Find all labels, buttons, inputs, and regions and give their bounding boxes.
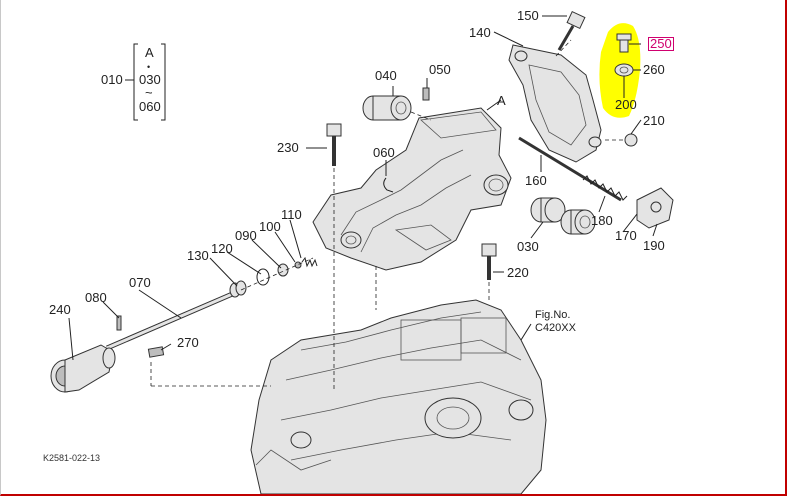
callout-120: 120 [211, 241, 233, 256]
view-marker-a: A [497, 93, 506, 108]
callout-050: 050 [429, 62, 451, 77]
callout-170: 170 [615, 228, 637, 243]
callout-220: 220 [507, 265, 529, 280]
legend-upper-code: 030 [139, 72, 161, 87]
legend-lower-code: 060 [139, 99, 161, 114]
callout-180: 180 [591, 213, 613, 228]
bolt-230 [326, 123, 342, 166]
gear-case-housing [312, 107, 512, 271]
shaft-070 [106, 289, 238, 351]
washer-260 [614, 63, 634, 77]
gear-240 [50, 344, 116, 393]
bushing-040 [362, 95, 412, 121]
callout-150: 150 [517, 8, 539, 23]
callout-130: 130 [187, 248, 209, 263]
bolt-220 [481, 243, 497, 280]
callout-060: 060 [373, 145, 395, 160]
fig-no-label: Fig.No. [535, 309, 571, 321]
engine-block [250, 299, 547, 494]
spring-110 [301, 256, 318, 268]
callout-040: 040 [375, 68, 397, 83]
spring-180 [582, 175, 628, 201]
rod-160 [518, 136, 622, 202]
pin-080 [116, 315, 122, 331]
callout-240: 240 [49, 302, 71, 317]
callout-140: 140 [469, 25, 491, 40]
plate-140 [508, 44, 602, 163]
callout-260: 260 [643, 62, 665, 77]
callout-110: 110 [281, 207, 302, 222]
callout-250-selected[interactable]: 250 [648, 36, 674, 51]
legend-letter: A [145, 45, 154, 60]
screw-250 [616, 33, 632, 53]
circlip-120 [256, 268, 270, 286]
legend-left-code: 010 [101, 72, 123, 87]
callout-030: 030 [517, 239, 539, 254]
callout-100: 100 [259, 219, 281, 234]
plug-060 [383, 177, 394, 193]
callout-090: 090 [235, 228, 257, 243]
collar-130 [229, 280, 247, 298]
pin-050 [422, 87, 430, 101]
callout-200: 200 [615, 97, 637, 112]
leader-lines [68, 15, 658, 361]
callout-270: 270 [177, 335, 199, 350]
ball-100 [294, 261, 302, 269]
callout-230: 230 [277, 140, 299, 155]
bolt-150 [557, 10, 586, 51]
bushing-030 [530, 197, 596, 235]
legend-right-brace [161, 43, 166, 121]
key-270 [147, 346, 165, 358]
fig-no-value: C420XX [535, 322, 576, 334]
legend-dot: • [147, 62, 151, 72]
callout-190: 190 [643, 238, 665, 253]
callout-160: 160 [525, 173, 547, 188]
alignment-lines [150, 39, 623, 390]
callout-210: 210 [643, 113, 665, 128]
legend-tilde: ~ [145, 85, 153, 100]
drawing-id: K2581-022-13 [43, 453, 101, 463]
callout-080: 080 [85, 290, 107, 305]
ball-210 [624, 133, 638, 147]
callout-070: 070 [129, 275, 151, 290]
legend-left-brace [133, 43, 138, 121]
